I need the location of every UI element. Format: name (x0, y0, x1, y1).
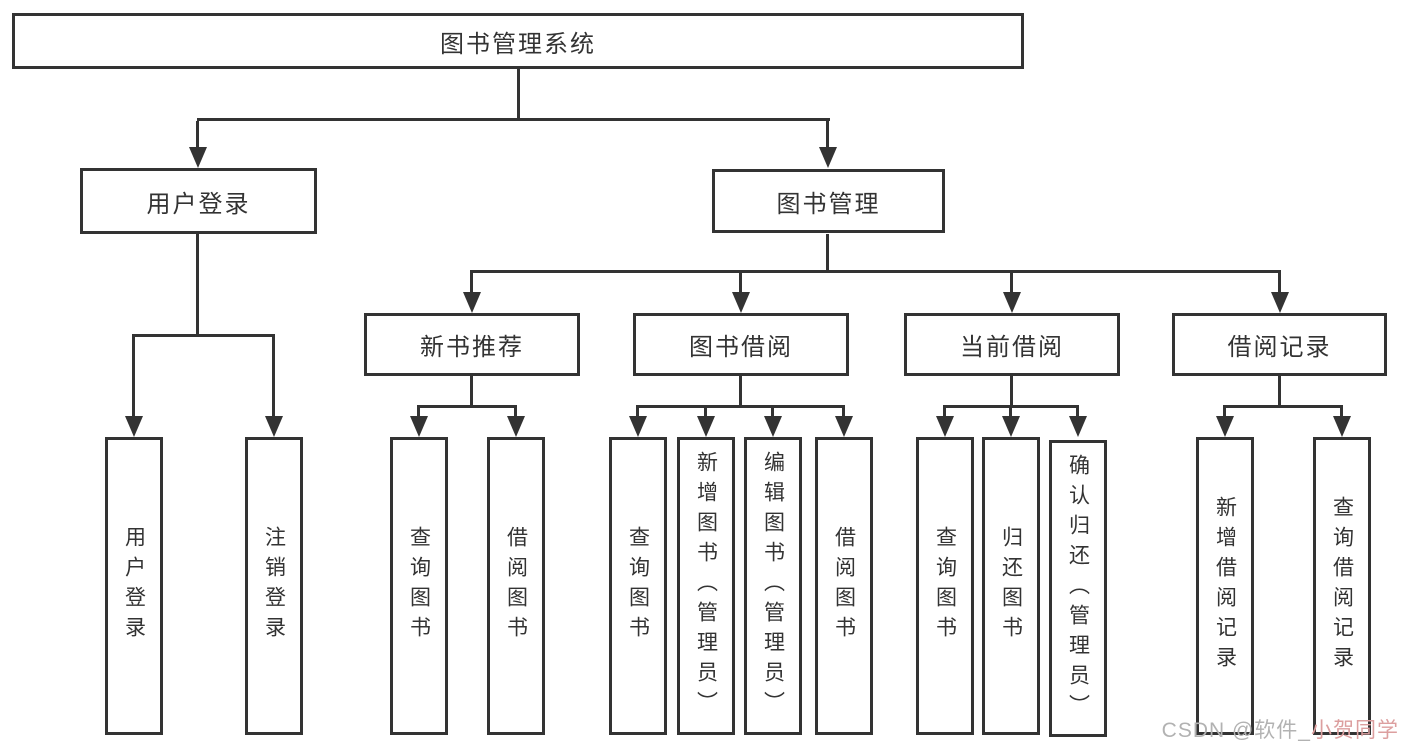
connector-line (842, 408, 845, 419)
connector-line (1076, 408, 1079, 419)
leaf-borrow-add-books-admin: 新增图书（管理员） (677, 437, 735, 735)
node-root: 图书管理系统 (12, 13, 1024, 69)
leaf-current-return-books: 归还图书 (982, 437, 1040, 735)
watermark-text-pink: 小贺同学 (1311, 719, 1399, 742)
connector-line (826, 121, 829, 150)
leaf-recommend-borrow-books: 借阅图书 (487, 437, 545, 735)
node-book-borrow: 图书借阅 (633, 313, 849, 376)
leaf-logout: 注销登录 (245, 437, 303, 735)
watermark-text-gray: CSDN @软件_ (1161, 719, 1311, 742)
arrow-down-icon (410, 416, 428, 437)
arrow-down-icon (764, 416, 782, 437)
leaf-current-confirm-return-admin-label: 确认归还（管理员） (1066, 453, 1090, 724)
connector-line (1223, 405, 1343, 408)
connector-line (132, 334, 275, 337)
node-new-book-recommend-label: 新书推荐 (420, 334, 524, 361)
leaf-current-return-books-label: 归还图书 (999, 526, 1023, 646)
arrow-down-icon (507, 416, 525, 437)
leaf-borrow-edit-books-admin-label: 编辑图书（管理员） (761, 451, 785, 721)
connector-line (470, 270, 1281, 273)
arrow-down-icon (697, 416, 715, 437)
connector-line (417, 408, 420, 419)
leaf-user-login: 用户登录 (105, 437, 163, 735)
leaf-borrow-borrow-books-label: 借阅图书 (832, 526, 856, 646)
node-book-mgmt: 图书管理 (712, 169, 945, 233)
connector-line (197, 118, 830, 121)
connector-line (196, 121, 199, 150)
leaf-records-add-record-label: 新增借阅记录 (1213, 496, 1237, 676)
connector-line (1009, 408, 1012, 419)
connector-line (517, 69, 520, 119)
connector-line (943, 405, 1079, 408)
connector-line (132, 337, 135, 419)
leaf-borrow-add-books-admin-label: 新增图书（管理员） (694, 451, 718, 721)
leaf-logout-label: 注销登录 (262, 526, 286, 646)
arrow-down-icon (936, 416, 954, 437)
leaf-borrow-query-books-label: 查询图书 (626, 526, 650, 646)
connector-line (514, 408, 517, 419)
connector-line (1340, 408, 1343, 419)
leaf-recommend-borrow-books-label: 借阅图书 (504, 526, 528, 646)
leaf-borrow-edit-books-admin: 编辑图书（管理员） (744, 437, 802, 735)
node-book-borrow-label: 图书借阅 (689, 334, 793, 361)
arrow-down-icon (1003, 292, 1021, 313)
leaf-records-add-record: 新增借阅记录 (1196, 437, 1254, 735)
connector-line (1278, 273, 1281, 295)
node-borrow-records-label: 借阅记录 (1227, 334, 1332, 361)
leaf-records-query-record: 查询借阅记录 (1313, 437, 1371, 735)
arrow-down-icon (1271, 292, 1289, 313)
connector-line (704, 408, 707, 419)
arrow-down-icon (1002, 416, 1020, 437)
arrow-down-icon (265, 416, 283, 437)
connector-line (739, 376, 742, 407)
connector-line (636, 408, 639, 419)
arrow-down-icon (1216, 416, 1234, 437)
leaf-records-query-record-label: 查询借阅记录 (1330, 496, 1354, 676)
arrow-down-icon (629, 416, 647, 437)
leaf-recommend-query-books: 查询图书 (390, 437, 448, 735)
node-new-book-recommend: 新书推荐 (364, 313, 580, 376)
arrow-down-icon (732, 292, 750, 313)
leaf-current-query-books-label: 查询图书 (933, 526, 957, 646)
connector-line (1223, 408, 1226, 419)
arrow-down-icon (189, 147, 207, 168)
connector-line (417, 405, 517, 408)
connector-line (739, 273, 742, 295)
connector-line (1010, 273, 1013, 295)
node-user-login: 用户登录 (80, 168, 317, 234)
connector-line (470, 376, 473, 407)
connector-line (636, 405, 845, 408)
arrow-down-icon (463, 292, 481, 313)
connector-line (826, 234, 829, 272)
leaf-current-query-books: 查询图书 (916, 437, 974, 735)
connector-line (1278, 376, 1281, 407)
connector-line (470, 273, 473, 295)
arrow-down-icon (835, 416, 853, 437)
connector-line (1010, 376, 1013, 407)
arrow-down-icon (125, 416, 143, 437)
connector-line (943, 408, 946, 419)
arrow-down-icon (819, 147, 837, 168)
node-user-login-label: 用户登录 (146, 190, 251, 218)
leaf-user-login-label: 用户登录 (122, 526, 146, 646)
arrow-down-icon (1069, 416, 1087, 437)
node-current-borrow-label: 当前借阅 (960, 334, 1064, 361)
node-root-label: 图书管理系统 (440, 30, 596, 58)
leaf-recommend-query-books-label: 查询图书 (407, 526, 431, 646)
leaf-current-confirm-return-admin: 确认归还（管理员） (1049, 440, 1107, 737)
node-book-mgmt-label: 图书管理 (776, 190, 881, 218)
connector-line (272, 337, 275, 419)
watermark: CSDN @软件_小贺同学 (1162, 714, 1399, 744)
leaf-borrow-query-books: 查询图书 (609, 437, 667, 735)
connector-line (196, 234, 199, 335)
arrow-down-icon (1333, 416, 1351, 437)
node-borrow-records: 借阅记录 (1172, 313, 1387, 376)
leaf-borrow-borrow-books: 借阅图书 (815, 437, 873, 735)
connector-line (771, 408, 774, 419)
node-current-borrow: 当前借阅 (904, 313, 1120, 376)
